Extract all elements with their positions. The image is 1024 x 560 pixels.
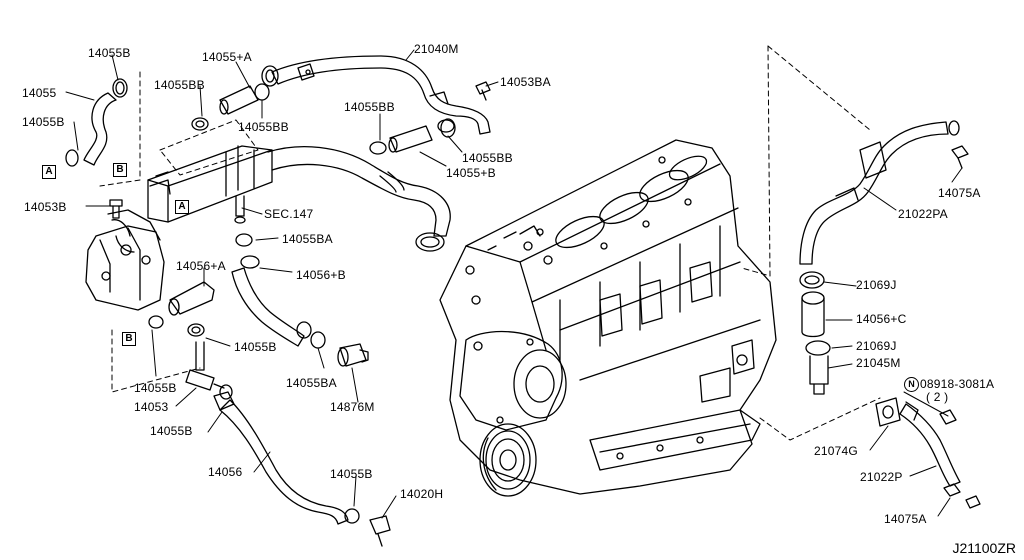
hose-14056A [149,282,232,399]
hose-14055 [66,79,127,166]
diagram-code: J21100ZR [952,540,1016,556]
label-14055: 14055 [22,86,57,100]
label-sec-147: SEC.147 [264,207,314,221]
ref-marker-b-1: B [113,163,127,177]
ref-marker-a-1: A [42,165,56,179]
label-21022P: 21022P [860,470,903,484]
label-14020H: 14020H [400,487,444,501]
hose-14056 [214,392,359,524]
label-14056B: 14056+B [296,268,346,282]
label-14055B-low: 14055B [134,381,177,395]
hose-14056C [800,272,830,394]
label-14055BB-2: 14055BB [238,120,289,134]
label-14055B-left: 14055B [22,115,65,129]
bolts [110,82,980,546]
label-14056: 14056 [208,465,243,479]
label-14055B-btm: 14055B [330,467,373,481]
label-14055-B: 14055+B [446,166,496,180]
pipe-21022P [876,398,960,486]
egr-cooler [86,146,272,310]
sensor-14876M [338,344,368,366]
label-14055A: 14055+A [202,50,252,64]
label-14876M: 14876M [330,400,375,414]
label-14055BB-3: 14055BB [344,100,395,114]
label-14055BB-1: 14055BB [154,78,205,92]
hose-sections-upper [192,84,454,154]
label-quantity-2: ( 2 ) [926,390,949,404]
engine-block [440,140,776,496]
label-08918-3081A: 08918-3081A [920,377,995,391]
ref-marker-n-circle: N [904,377,919,392]
label-14075A-bot: 14075A [884,512,927,526]
ref-marker-b-2: B [122,332,136,346]
pipe-21040M [262,56,490,137]
label-14075A-top: 14075A [938,186,981,200]
label-14055BB-4: 14055BB [462,151,513,165]
dashed-boundaries [100,46,880,440]
label-14055BA-2: 14055BA [286,376,337,390]
label-21074G: 21074G [814,444,858,458]
egr-tube [235,147,450,251]
label-14055B-top: 14055B [88,46,131,60]
label-14056A: 14056+A [176,259,226,273]
ref-marker-a-2: A [175,200,189,214]
label-21040M: 21040M [414,42,459,56]
pipe-21022PA [800,121,959,264]
hose-14056B [232,234,325,348]
label-21069J-2: 21069J [856,339,897,353]
leader-lines [66,50,962,518]
label-14055B-mid: 14055B [234,340,277,354]
label-21045M: 21045M [856,356,901,370]
label-14053B: 14053B [24,200,67,214]
label-14055BA-1: 14055BA [282,232,333,246]
label-14055B-bot: 14055B [150,424,193,438]
label-14053: 14053 [134,400,169,414]
label-21022PA: 21022PA [898,207,948,221]
label-14056C: 14056+C [856,312,907,326]
label-21069J-1: 21069J [856,278,897,292]
label-14053BA: 14053BA [500,75,551,89]
